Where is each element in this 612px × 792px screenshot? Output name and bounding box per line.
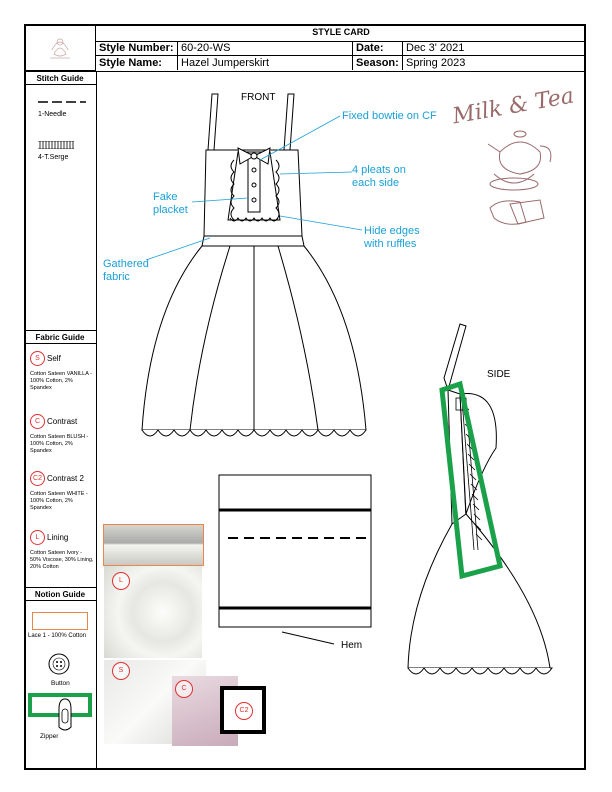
fabric-name: Self [47,354,61,364]
style-number-value: 60-20-WS [178,41,353,55]
lace-swatch [32,612,88,630]
zipper-label: Zipper [40,733,59,740]
side-label: SIDE [487,369,511,380]
callout-bowtie: Fixed bowtie on CF [342,110,437,122]
fabric-name: Contrast 2 [47,474,84,484]
contrast-2-code-badge: C2 [30,471,45,487]
fabric-desc: Cotton Sateen WHITE - 100% Cotton, 2% Sp… [30,491,88,511]
date-value: Dec 3' 2021 [406,42,465,54]
needle-stitch-icon [38,101,86,103]
style-name-value: Hazel Jumperskirt [178,56,353,70]
callout-ruffles: Hide edges with ruffles [364,225,420,250]
fabric-name: Contrast [47,417,78,427]
zipper-icon [28,693,92,731]
fabric-guide-title: Fabric Guide [24,330,96,344]
contrast-2-swatch-photo [220,686,266,734]
season-label: Season: [353,56,403,70]
self-code-badge: S [30,351,45,367]
header-row-2: Style Name: Hazel Jumperskirt Season: Sp… [96,56,586,72]
button-icon [48,653,70,675]
stitch-guide-title: Stitch Guide [24,71,96,85]
hem-label: Hem [341,640,363,651]
front-label: FRONT [241,92,276,103]
contrast-2-badge: C2 [235,702,253,720]
header-row-1: Style Number: 60-20-WS Date: Dec 3' 2021 [96,41,586,56]
lining-code-badge: L [30,530,45,546]
fabric-desc: Cotton Sateen VANILLA - 100% Cotton, 2% … [30,371,92,391]
season-value: Spring 2023 [406,57,466,69]
fabric-name: Lining [47,533,69,543]
callout-gathered: Gathered fabric [103,258,149,283]
logo-box [24,24,96,71]
callout-placket: Fake placket [153,191,188,216]
fabric-desc: Cotton Sateen BLUSH - 100% Cotton, 2% Sp… [30,434,89,454]
serge-stitch-icon [38,141,74,149]
stitch-label-2: 4-T.Serge [38,154,69,161]
button-label: Button [51,680,70,687]
front-dress-drawing [141,93,367,437]
notion-guide-title: Notion Guide [24,587,96,601]
teapot-illustration-icon [487,130,552,225]
lining-badge: L [112,572,130,590]
side-dress-drawing [407,323,553,675]
date-label: Date: [353,41,403,55]
sidebar: Stitch Guide 1-Needle 4-T.Serge Fabric G… [24,71,97,770]
small-logo-icon [50,38,70,59]
self-badge: S [112,662,130,680]
callout-pleats: 4 pleats on each side [352,164,406,189]
lace-swatch-photo [103,524,204,566]
page-title: STYLE CARD [96,24,586,42]
style-name-label: Style Name: [96,56,178,70]
contrast-badge: C [175,680,193,698]
lace-label: Lace 1 - 100% Cotton [28,633,87,639]
contrast-code-badge: C [30,414,45,430]
hem-pointer-line [281,631,335,645]
style-card-frame [24,24,586,770]
hem-detail-diagram [218,474,372,628]
style-number-label: Style Number: [96,41,178,55]
fabric-desc: Cotton Sateen Ivory - 50% Viscose, 30% L… [30,550,94,570]
stitch-label-1: 1-Needle [38,111,67,118]
